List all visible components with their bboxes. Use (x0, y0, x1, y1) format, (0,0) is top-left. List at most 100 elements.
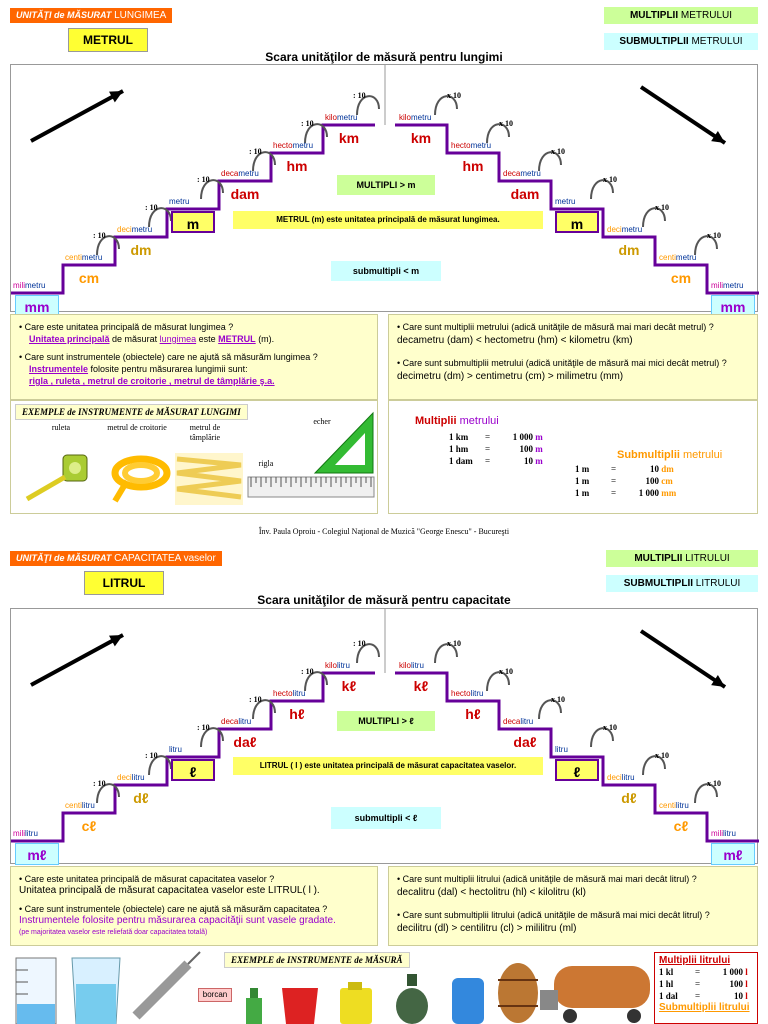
arrow-down-right-head (711, 674, 725, 687)
unit-name-R6: kilometru (399, 113, 432, 122)
unit-symbol-R4: daℓ (513, 734, 537, 750)
measuring-beaker-icon (71, 957, 121, 1024)
unit-title-metrul: METRUL (68, 28, 148, 52)
qa-panel-right: • Care sunt multiplii metrului (adică un… (388, 314, 758, 400)
divide-label-4: : 10 (249, 147, 262, 156)
syringe-icon (132, 951, 201, 1020)
submultiples-tag: SUBMULTIPLII METRULUI (604, 33, 758, 50)
unit-symbol-R5: hm (462, 158, 484, 174)
divide-label-5: : 10 (301, 667, 314, 676)
unit-name-R3: litru (555, 745, 568, 754)
arrow-up-left-head (109, 91, 123, 103)
unit-name-L0: milimetru (13, 281, 46, 290)
unit-symbol-L5: hm (286, 158, 308, 174)
multiply-label-1: x 10 (707, 779, 721, 788)
unit-name-L0: mililitru (13, 829, 38, 838)
question-submultiples-2: • Care sunt submultiplii litrului (adică… (397, 910, 710, 920)
multiples-tag-2: MULTIPLII LITRULUI (606, 550, 758, 567)
curved-arrow-R5 (486, 671, 510, 692)
unit-name-R5: hectolitru (451, 689, 484, 698)
unit-name-L3: metru (169, 197, 190, 206)
unit-name-R0: mililitru (711, 829, 736, 838)
curved-arrow-L2 (148, 755, 172, 776)
demijohn-icon (396, 974, 428, 1024)
divide-label-3: : 10 (197, 723, 210, 732)
unit-symbol-L2: dℓ (133, 790, 149, 806)
unit-name-R2: decimetru (607, 225, 643, 234)
question-1: • Care este unitatea principală de măsur… (19, 322, 234, 332)
conversion-row: 1 dal=10 l (659, 991, 748, 1001)
question-2-cap: • Care sunt instrumentele (obiectele) ca… (19, 904, 328, 914)
tanker-icon (540, 966, 650, 1023)
multiply-label-4: x 10 (551, 147, 565, 156)
unit-symbol-L6: kℓ (341, 678, 357, 694)
question-1-cap: • Care este unitatea principală de măsur… (19, 874, 275, 884)
unit-symbol-L4: daℓ (233, 734, 257, 750)
stair-right (395, 671, 759, 843)
stair-right (395, 123, 759, 295)
unit-symbol-R2: dℓ (621, 790, 637, 806)
tool-label-echer: echer (313, 417, 331, 426)
tool-label-tamplarie: metrul de tâmplărie (189, 423, 221, 442)
unit-symbol-R2: dm (618, 242, 640, 258)
unit-symbol-R1: cℓ (673, 818, 689, 834)
section-tag-capacity: UNITĂŢI de MĂSURAT CAPACITATEA vaselor (10, 551, 222, 566)
unit-symbol-R3: m (555, 211, 599, 233)
tag-rest: LUNGIMEA (114, 10, 167, 21)
divide-label-4: : 10 (249, 695, 262, 704)
curved-arrow-R6 (434, 643, 458, 664)
tool-label-ruleta: ruleta (51, 423, 71, 432)
submultiples-table-title: Submultiplii metrului (617, 449, 723, 461)
divide-label-2: : 10 (145, 203, 158, 212)
unit-name-R5: hectometru (451, 141, 492, 150)
curved-arrow-R1 (694, 235, 718, 256)
folding-rule-icon (175, 453, 243, 505)
question-submultiples: • Care sunt submultiplii metrului (adică… (397, 358, 727, 368)
arrow-down-right (639, 629, 727, 689)
unit-symbol-R4: dam (510, 186, 540, 202)
multipli-banner: MULTIPLI > m (337, 175, 435, 195)
curved-arrow-R2 (642, 207, 666, 228)
answer-1-cap: Unitatea principală de măsurat capacitat… (19, 885, 320, 896)
curved-arrow-L2 (148, 207, 172, 228)
curved-arrow-L6 (356, 95, 380, 116)
unit-symbol-R3: ℓ (555, 759, 599, 781)
conversion-row: 1 m=1 000 mm (575, 488, 677, 498)
multiply-label-1: x 10 (707, 231, 721, 240)
unit-name-L6: kilometru (325, 113, 358, 122)
ruler-icon (247, 476, 375, 498)
arrow-up-left (30, 89, 124, 143)
unit-name-L4: decalitru (221, 717, 252, 726)
answer-2-note: (pe majoritatea vaselor este reliefată d… (19, 929, 208, 936)
conversion-row: 1 m=100 cm (575, 476, 673, 486)
graduated-cylinder-icon (15, 957, 57, 1024)
ladder-title-capacity: Scara unităţilor de măsură pentru capaci… (257, 593, 511, 607)
unit-symbol-L6: km (338, 130, 360, 146)
multiply-label-5: x 10 (499, 667, 513, 676)
ladder-svg-2 (11, 609, 759, 843)
curved-arrow-R3 (590, 179, 614, 200)
answer-2-cap: Instrumentele folosite pentru măsurarea … (19, 915, 336, 926)
unit-name-R4: decametru (503, 169, 541, 178)
tools-panel-left: EXEMPLE de INSTRUMENTE de MĂSURAT LUNGIM… (10, 400, 378, 514)
curved-arrow-R2 (642, 755, 666, 776)
multiply-label-3: x 10 (603, 723, 617, 732)
unit-name-R0: milimetru (711, 281, 744, 290)
qa-panel-right-2: • Care sunt multiplii litrului (adică un… (388, 866, 758, 946)
unit-symbol-L0: mℓ (15, 843, 59, 865)
qa-panel-left: • Care este unitatea principală de măsur… (10, 314, 378, 400)
unit-title-litrul: LITRUL (84, 571, 164, 595)
jerrycan-icon (340, 982, 372, 1024)
divide-label-2: : 10 (145, 751, 158, 760)
curved-arrow-R4 (538, 699, 562, 720)
answer-multiples: decametru (dam) < hectometru (hm) < kilo… (397, 335, 633, 346)
unit-name-L4: decametru (221, 169, 259, 178)
bottle-icon (246, 988, 262, 1024)
unit-symbol-R5: hℓ (465, 706, 481, 722)
unit-symbol-L1: cℓ (81, 818, 97, 834)
multiply-label-2: x 10 (655, 203, 669, 212)
instrument-list: rigla , ruleta , metrul de croitorie , m… (29, 376, 275, 386)
